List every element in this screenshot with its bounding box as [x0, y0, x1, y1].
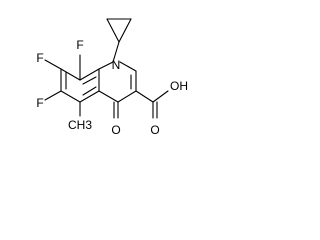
atom-labels: F F F N OH O O CH3 — [36, 38, 188, 137]
atom-o4: O — [111, 123, 120, 137]
atom-f8: F — [76, 38, 83, 52]
bond-lines — [44, 18, 169, 119]
atom-o-carboxyl: OH — [170, 79, 188, 93]
atom-f7: F — [36, 51, 43, 65]
atom-methyl: CH3 — [68, 118, 92, 132]
atom-o-carbonyl: O — [150, 123, 159, 137]
atom-n1: N — [112, 58, 121, 72]
chemical-structure: F F F N OH O O CH3 — [36, 18, 188, 137]
atom-f6: F — [36, 96, 43, 110]
